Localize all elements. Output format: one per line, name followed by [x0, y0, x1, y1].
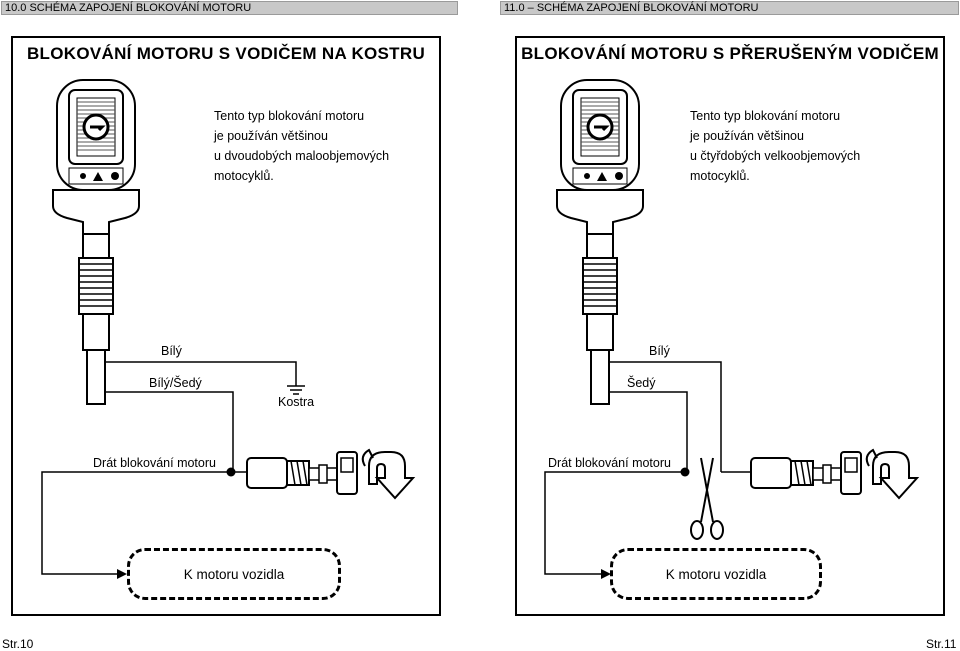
siren-unit-icon	[52, 79, 140, 405]
siren-unit-icon	[556, 79, 644, 405]
wire-label-white: Bílý	[649, 344, 670, 358]
description-line: u čtyřdobých velkoobjemových	[690, 149, 861, 163]
wire-label-block: Drát blokování motoru	[548, 456, 671, 470]
wire-label-ground: Kostra	[278, 395, 315, 409]
wire-label-white: Bílý	[161, 344, 182, 358]
wire-label-block: Drát blokování motoru	[93, 456, 216, 470]
right-page-header: 11.0 – SCHÉMA ZAPOJENÍ BLOKOVÁNÍ MOTORU	[500, 1, 959, 15]
description-line: Tento typ blokování motoru	[690, 109, 841, 123]
right-diagram-panel: BLOKOVÁNÍ MOTORU S PŘERUŠENÝM VODIČEM Te…	[515, 36, 945, 616]
right-diagram-title: BLOKOVÁNÍ MOTORU S PŘERUŠENÝM VODIČEM	[521, 44, 939, 63]
engine-box: K motoru vozidla	[610, 548, 822, 600]
description-line: u dvoudobých maloobjemových	[214, 149, 390, 163]
ignition-key-switch-icon	[246, 451, 358, 495]
description-line: motocyklů.	[214, 169, 274, 183]
wire-label-grey: Šedý	[627, 376, 656, 390]
scissors-icon	[690, 457, 724, 540]
left-description: Tento typ blokování motoru je používán v…	[214, 106, 389, 186]
left-wiring-diagram	[41, 79, 416, 579]
ignition-key-switch-icon	[750, 451, 862, 495]
turn-arrow-icon	[361, 448, 416, 500]
left-page-number: Str.10	[2, 637, 34, 651]
ground-symbol-icon	[287, 385, 305, 395]
right-page-number: Str.11	[926, 637, 957, 651]
description-line: je používán většinou	[214, 129, 328, 143]
description-line: je používán většinou	[690, 129, 804, 143]
engine-box: K motoru vozidla	[127, 548, 341, 600]
description-line: Tento typ blokování motoru	[214, 109, 365, 123]
left-diagram-title: BLOKOVÁNÍ MOTORU S VODIČEM NA KOSTRU	[26, 44, 426, 63]
description-line: motocyklů.	[690, 169, 750, 183]
wire-label-white-grey: Bílý/Šedý	[149, 376, 202, 390]
right-wiring-diagram	[544, 79, 920, 579]
left-page-header: 10.0 SCHÉMA ZAPOJENÍ BLOKOVÁNÍ MOTORU	[1, 1, 458, 15]
left-diagram-panel: BLOKOVÁNÍ MOTORU S VODIČEM NA KOSTRU Ten…	[11, 36, 441, 616]
turn-arrow-icon	[865, 448, 920, 500]
right-description: Tento typ blokování motoru je používán v…	[690, 106, 860, 186]
